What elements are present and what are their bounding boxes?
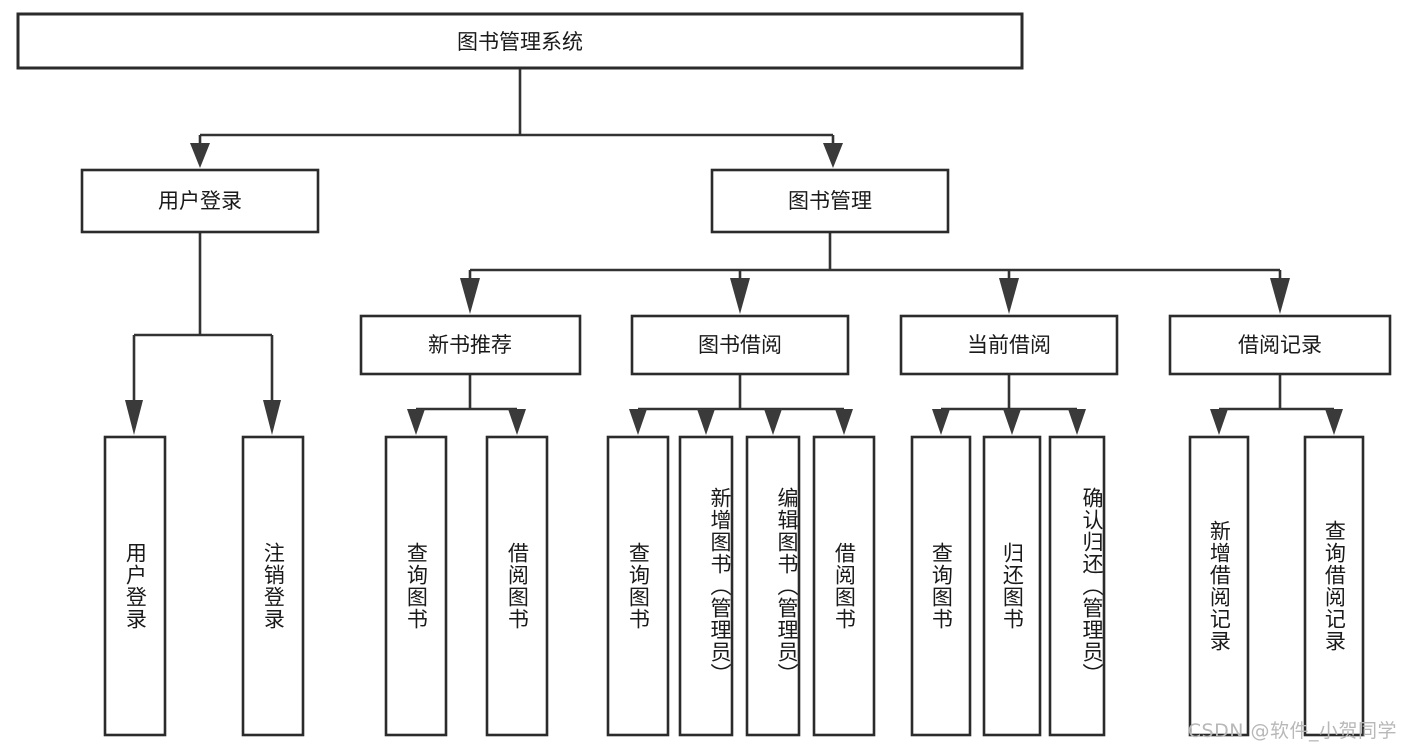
arrow-bm-to-current-borrow — [999, 278, 1019, 314]
node-borrow-record-label: 借阅记录 — [1238, 333, 1322, 357]
csdn-watermark: CSDN @软件_小贺同学 — [1187, 720, 1397, 742]
node-root-box[interactable] — [16, 12, 1024, 70]
node-borrow-record[interactable]: 借阅记录 — [1168, 314, 1392, 376]
node-book-borrow-label: 图书借阅 — [698, 333, 782, 357]
leaf-box-query-record[interactable] — [1303, 435, 1365, 737]
node-borrow-record-box[interactable] — [1168, 314, 1392, 376]
node-book-manage[interactable]: 图书管理 — [710, 168, 950, 234]
arrow-ul-to-leaf2 — [263, 400, 281, 435]
arrow-bb-to-leaf4 — [835, 409, 853, 435]
leaf-box-user-logout[interactable] — [241, 435, 305, 737]
leaf-box-borrow-book-b[interactable] — [812, 435, 876, 737]
connector-group-new-book-rec — [407, 374, 526, 435]
node-book-borrow[interactable]: 图书借阅 — [630, 314, 850, 376]
connector-group-book-borrow — [629, 374, 853, 435]
node-root[interactable]: 图书管理系统 — [16, 12, 1024, 70]
leaf-box-borrow-book-rec[interactable] — [485, 435, 549, 737]
leaf-box-query-book-b[interactable] — [606, 435, 670, 737]
node-book-borrow-box[interactable] — [630, 314, 850, 376]
connector-group-book-manage — [460, 232, 1290, 314]
connector-group-root — [190, 68, 843, 168]
node-new-book-rec-label: 新书推荐 — [428, 333, 512, 357]
arrow-ul-to-leaf1 — [125, 400, 143, 435]
leaf-box-return-book[interactable] — [982, 435, 1042, 737]
node-root-label: 图书管理系统 — [457, 30, 583, 54]
node-new-book-rec[interactable]: 新书推荐 — [359, 314, 582, 376]
leaf-box-query-book-rec[interactable] — [384, 435, 448, 737]
node-user-login-label: 用户登录 — [158, 189, 242, 213]
node-current-borrow-box[interactable] — [899, 314, 1119, 376]
node-current-borrow[interactable]: 当前借阅 — [899, 314, 1119, 376]
arrow-cb-to-leaf2 — [1003, 409, 1021, 435]
leaf-box-confirm-return[interactable] — [1048, 435, 1106, 737]
node-user-login-box[interactable] — [80, 168, 320, 234]
arrow-bb-to-leaf3 — [764, 409, 782, 435]
leaf-boxes-group — [103, 435, 1365, 737]
node-current-borrow-label: 当前借阅 — [967, 333, 1051, 357]
node-book-manage-box[interactable] — [710, 168, 950, 234]
node-new-book-rec-box[interactable] — [359, 314, 582, 376]
leaf-box-query-book-c[interactable] — [910, 435, 972, 737]
leaf-box-add-book[interactable] — [678, 435, 734, 737]
arrow-bm-to-borrow-record — [1270, 278, 1290, 314]
arrow-root-to-user-login — [190, 143, 210, 168]
connector-group-borrow-record — [1210, 374, 1343, 435]
leaf-box-user-login[interactable] — [103, 435, 167, 737]
connector-group-current-borrow — [932, 374, 1086, 435]
arrow-bb-to-leaf2 — [697, 409, 715, 435]
arrow-br-to-leaf1 — [1210, 409, 1228, 435]
arrow-cb-to-leaf1 — [932, 409, 950, 435]
connector-group-user-login — [125, 232, 281, 435]
arrow-root-to-book-manage — [823, 143, 843, 168]
arrow-bm-to-new-book-rec — [460, 278, 480, 314]
leaf-box-add-record[interactable] — [1188, 435, 1250, 737]
arrow-br-to-leaf2 — [1325, 409, 1343, 435]
arrow-bm-to-book-borrow — [730, 278, 750, 314]
arrow-cb-to-leaf3 — [1068, 409, 1086, 435]
node-book-manage-label: 图书管理 — [788, 189, 872, 213]
arrow-bb-to-leaf1 — [629, 409, 647, 435]
arrow-nbr-to-leaf1 — [407, 409, 425, 435]
node-user-login[interactable]: 用户登录 — [80, 168, 320, 234]
arrow-nbr-to-leaf2 — [508, 409, 526, 435]
leaf-box-edit-book[interactable] — [745, 435, 801, 737]
